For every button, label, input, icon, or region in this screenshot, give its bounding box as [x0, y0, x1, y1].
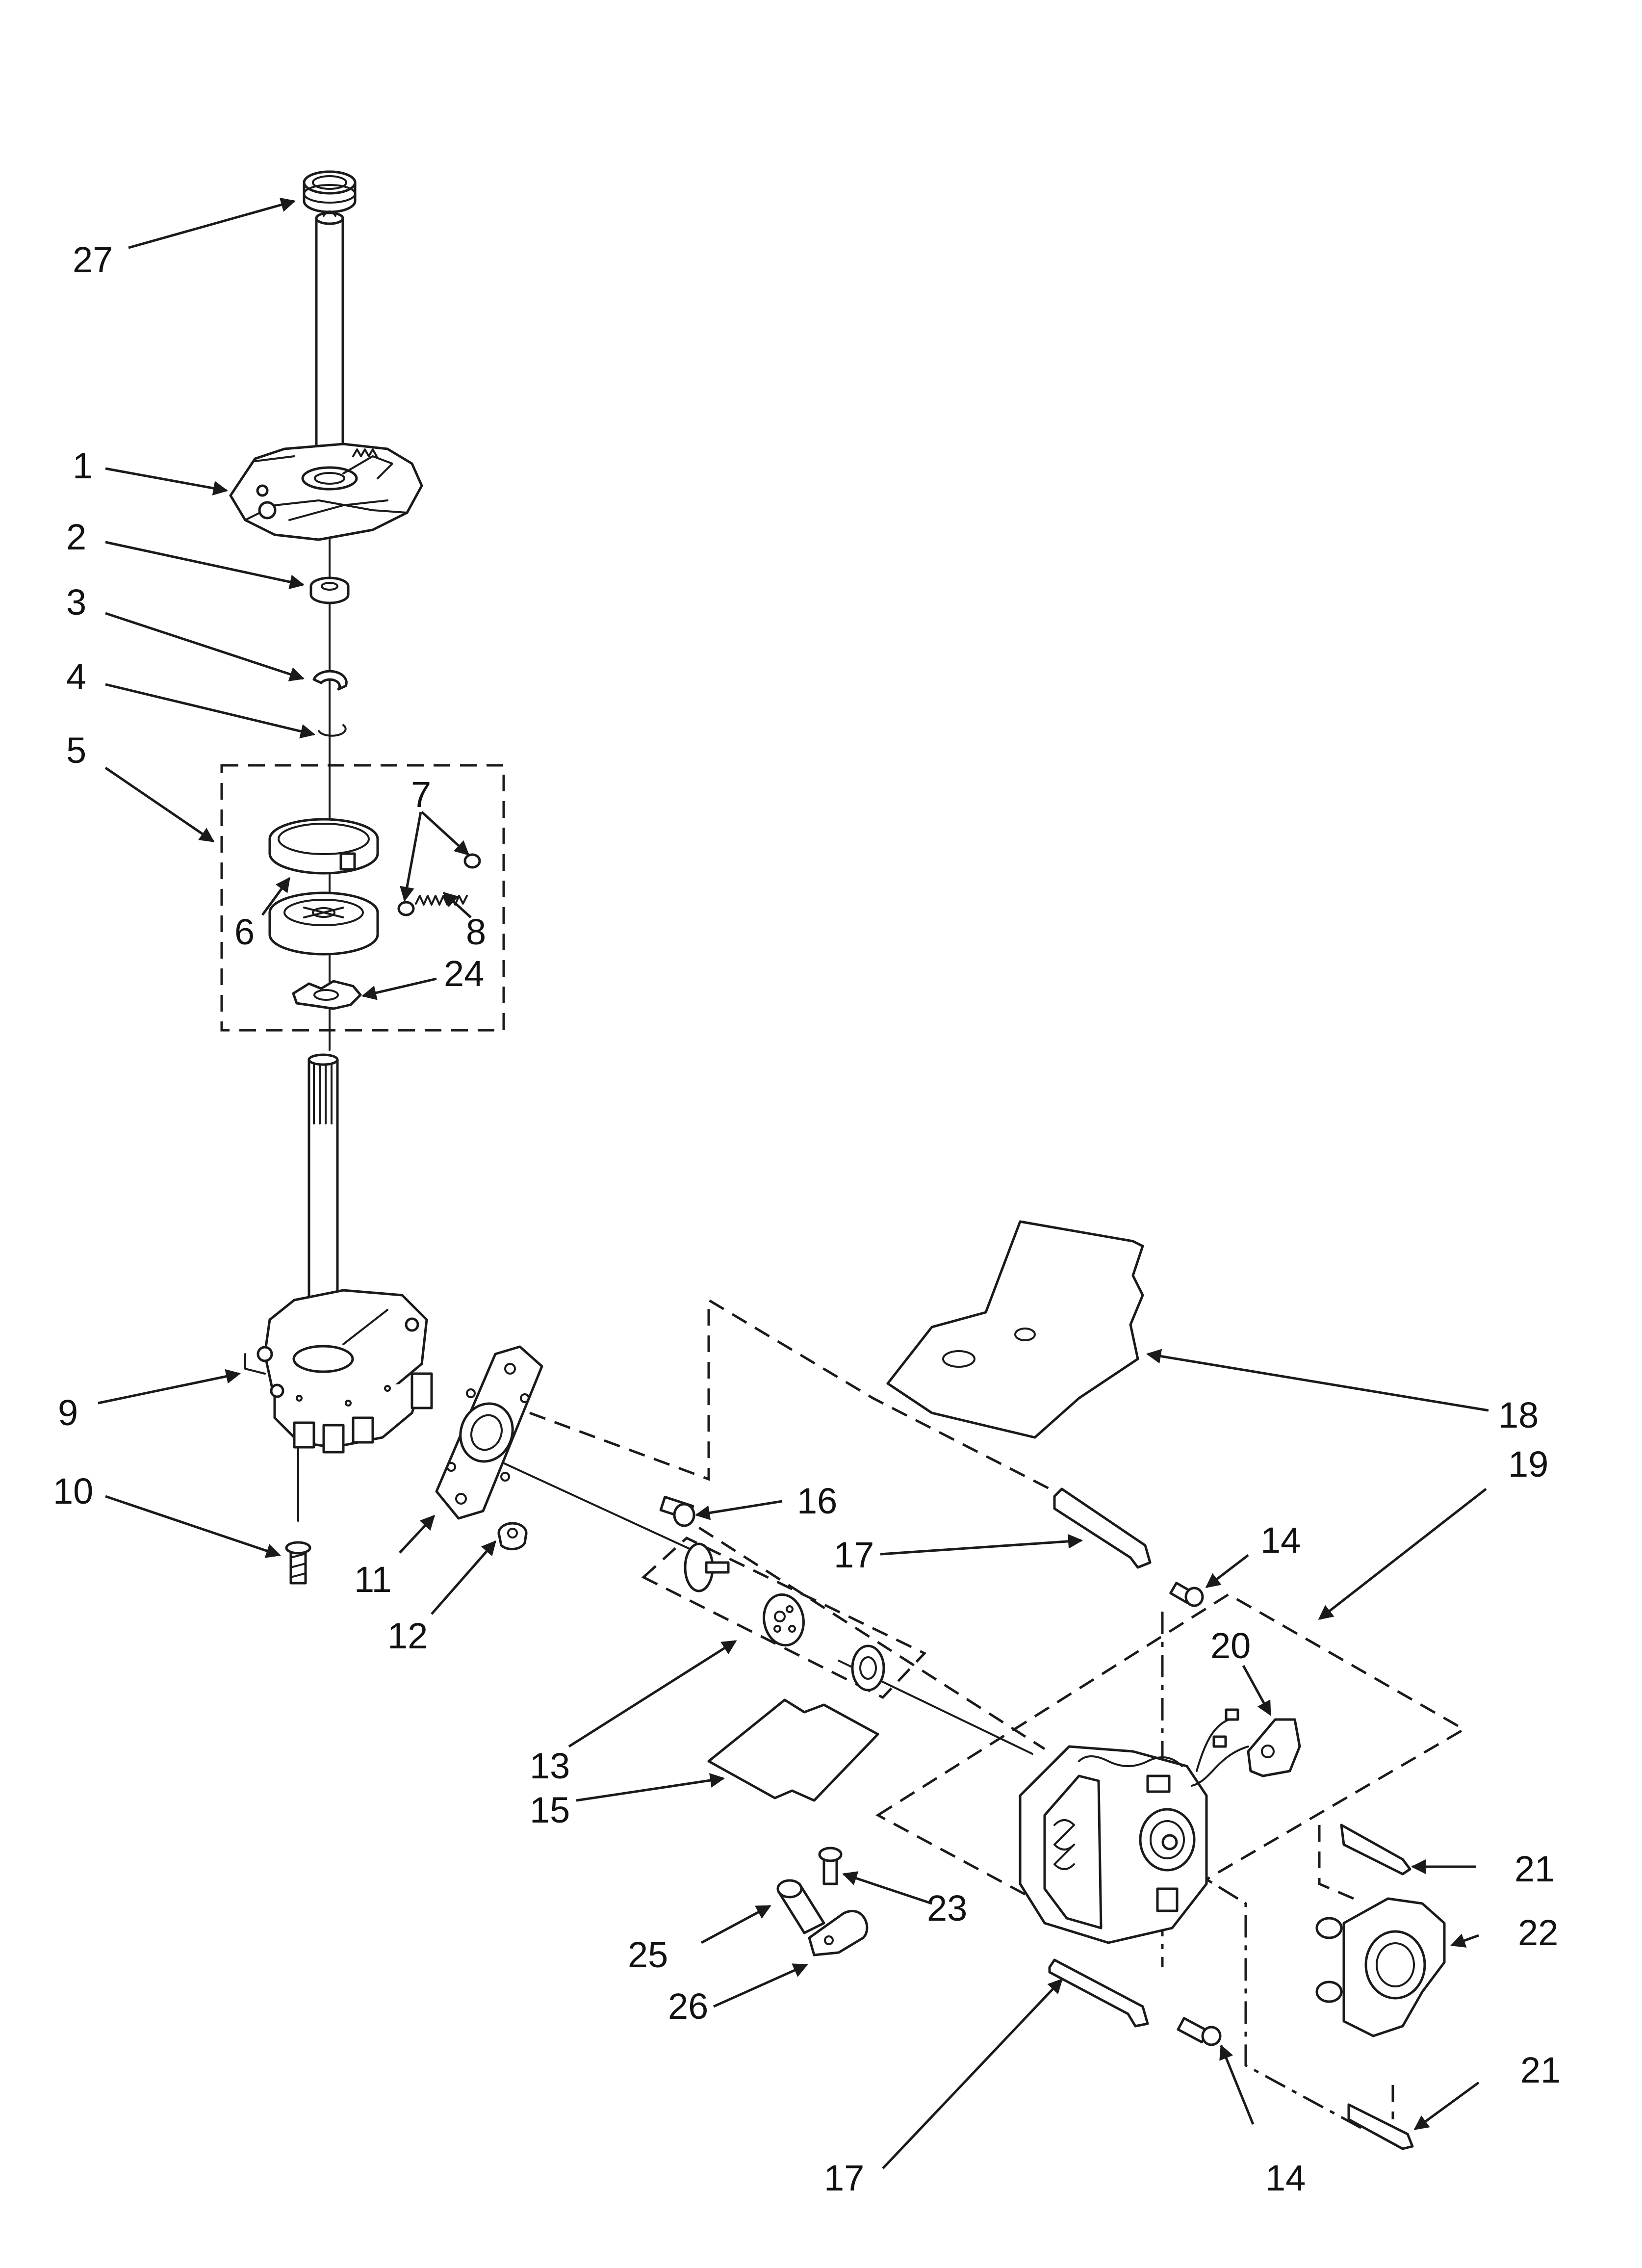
part-4-snap-ring: [318, 724, 347, 737]
part-14-screw-lower: [1177, 2017, 1222, 2046]
callout-labels: 27 1 2 3 4 5 7 6 8 24 9 10 11 12 16 18 1…: [53, 239, 1561, 2198]
callout-14-upper: 14: [1260, 1520, 1301, 1561]
part-15-pad: [707, 1698, 879, 1802]
part-25-bushing: [776, 1879, 825, 1934]
part-3-clip: [312, 670, 348, 691]
callout-7: 7: [411, 774, 431, 815]
callout-23: 23: [927, 1888, 967, 1929]
callout-24: 24: [444, 953, 484, 994]
part-23-screw: [818, 1847, 843, 1885]
part-6-clutch-ring: [268, 818, 379, 875]
part-9-gearcase: [244, 1053, 433, 1454]
callout-13: 13: [530, 1746, 570, 1786]
part-6-clutch-hub: [268, 891, 379, 956]
part-21-clip-lower: [1347, 2103, 1414, 2150]
callout-27: 27: [73, 239, 113, 280]
motor-assembly-box: [875, 1593, 1466, 1939]
callout-22: 22: [1518, 1912, 1558, 1953]
part-27-seal: [303, 170, 357, 213]
part-13-pulleys: [684, 1542, 885, 1692]
callout-1: 1: [73, 445, 93, 486]
callout-8: 8: [466, 912, 486, 952]
callout-21-upper: 21: [1514, 1849, 1555, 1889]
clutch-assembly-box: [220, 764, 505, 1032]
part-24-retainer: [292, 980, 362, 1010]
part-12-nut: [497, 1522, 528, 1551]
part-17-strap-upper: [1053, 1487, 1152, 1569]
part-20-switch: [1191, 1708, 1301, 1787]
pulley-set-box: [641, 1537, 927, 1699]
callout-17-upper: 17: [834, 1535, 874, 1575]
callout-16: 16: [797, 1481, 837, 1521]
assembly-lines: [220, 541, 1466, 2131]
part-14-screw-upper: [1169, 1582, 1204, 1607]
callout-6: 6: [234, 912, 255, 952]
part-2-washer: [309, 576, 350, 604]
callout-18: 18: [1498, 1395, 1539, 1435]
part-19-motor: [1019, 1745, 1208, 1944]
callout-25: 25: [628, 1934, 668, 1975]
callout-26: 26: [668, 1986, 708, 2027]
callout-4: 4: [66, 656, 86, 697]
part-21-clip-upper: [1340, 1824, 1411, 1876]
callout-19: 19: [1508, 1444, 1548, 1485]
callout-3: 3: [66, 582, 86, 623]
part-18-shield: [886, 1220, 1144, 1439]
part-11-drive-plate: [435, 1345, 543, 1520]
callout-17-lower: 17: [824, 2158, 864, 2198]
part-17-strap-lower: [1048, 1958, 1149, 2028]
callout-10: 10: [53, 1471, 93, 1512]
part-16-bolt: [659, 1495, 695, 1527]
callout-12: 12: [387, 1616, 428, 1656]
part-22-end-shield: [1315, 1897, 1446, 2037]
callout-5: 5: [66, 730, 86, 771]
callout-2: 2: [66, 517, 86, 557]
callout-20: 20: [1210, 1625, 1251, 1666]
leader-arrows: [98, 197, 1489, 2169]
callout-9: 9: [58, 1392, 78, 1433]
callout-14-lower: 14: [1265, 2158, 1306, 2198]
part-26-clamp: [808, 1909, 869, 1956]
callout-15: 15: [530, 1790, 570, 1830]
callout-21-lower: 21: [1520, 2050, 1561, 2090]
part-1-brake-assembly: [229, 210, 423, 555]
callout-11: 11: [354, 1559, 392, 1600]
part-7-8-spring: [397, 853, 481, 916]
part-10-screw: [285, 1541, 311, 1585]
